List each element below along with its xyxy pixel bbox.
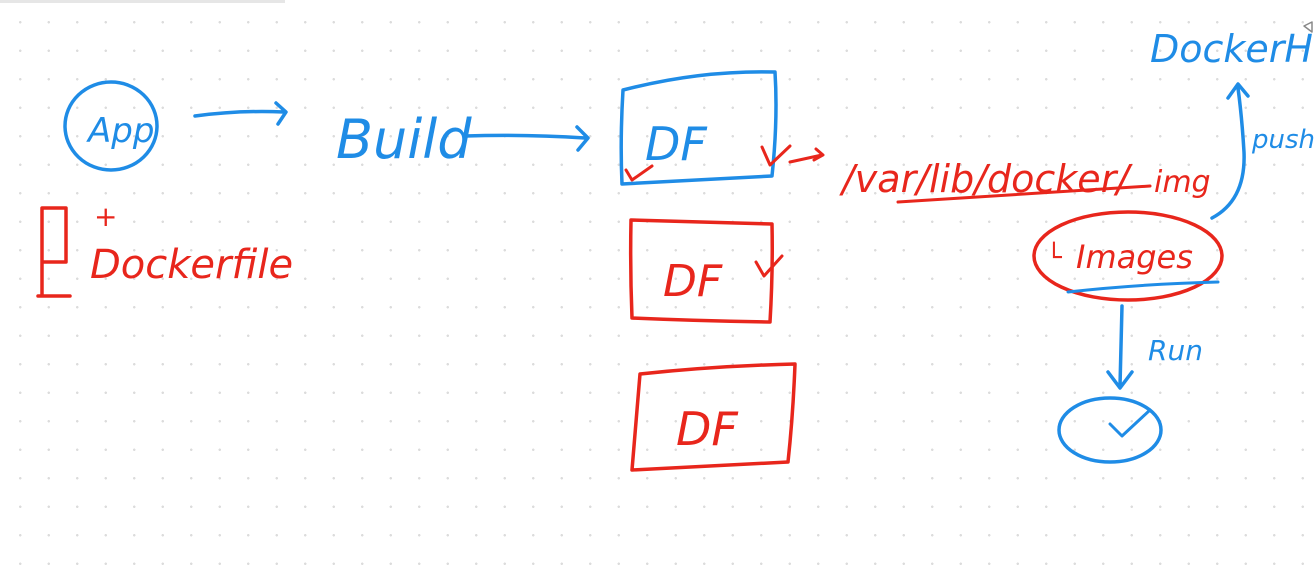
images-label: Images — [1076, 238, 1193, 276]
plus-sign: + — [94, 200, 117, 233]
images-corner-mark: └ — [1046, 241, 1062, 273]
check-mark-red — [754, 254, 784, 278]
df-box-red-2 — [628, 218, 774, 324]
app-circle — [63, 80, 159, 172]
dockerfile-label: Dockerfile — [90, 242, 293, 288]
df-label-2: DF — [663, 256, 723, 307]
push-label: push — [1251, 125, 1314, 155]
path-underline — [896, 184, 1152, 204]
dockerhub-label: DockerHo — [1150, 27, 1314, 71]
df-label-3: DF — [676, 402, 738, 456]
top-toolbar-strip — [0, 0, 285, 3]
df-box-blue — [619, 70, 778, 186]
img-label: img — [1154, 165, 1211, 200]
check-mark-red — [760, 144, 792, 167]
arrow-run-down — [1106, 304, 1134, 390]
arrow-app-to-build — [193, 101, 288, 126]
images-underline — [1066, 280, 1220, 294]
app-label: App — [86, 111, 154, 151]
arrow-build-to-df — [463, 125, 590, 152]
df-label-1: DF — [645, 117, 707, 171]
arrow-push-to-dockerhub — [1210, 82, 1250, 220]
container-circle — [1057, 396, 1163, 464]
df-box-red-3 — [630, 362, 797, 472]
dockerfile-bracket — [36, 206, 72, 298]
arrow-df-to-path — [788, 147, 825, 164]
images-ellipse — [1032, 210, 1224, 302]
storage-path-label: /var/lib/docker/ — [839, 157, 1133, 201]
run-label: Run — [1148, 334, 1203, 367]
container-check-icon — [1108, 408, 1152, 438]
check-mark-red — [624, 164, 654, 182]
build-label: Build — [336, 108, 472, 171]
pen-cursor-icon — [1303, 21, 1313, 33]
